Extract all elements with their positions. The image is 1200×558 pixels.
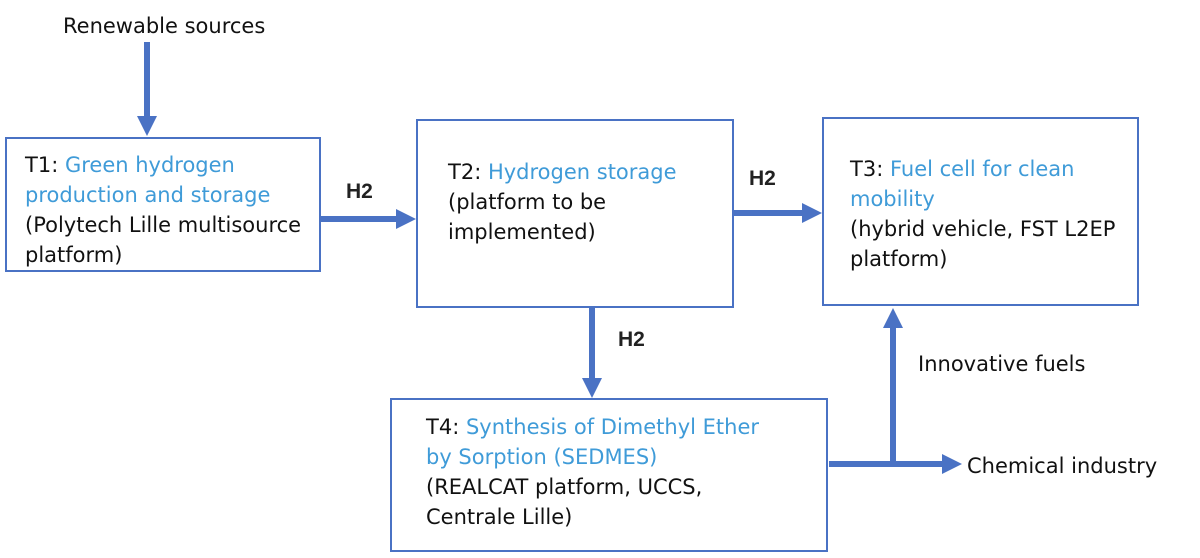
t1-desc-1: (Polytech Lille multisource — [25, 213, 302, 237]
arrow-t4-to-chemical-industry — [829, 454, 962, 474]
t4-title-2: by Sorption (SEDMES) — [426, 445, 658, 469]
t1-prefix: T1: — [25, 153, 65, 177]
t4-prefix: T4: — [426, 415, 466, 439]
t2-desc-2: implemented) — [448, 220, 596, 244]
t3-box: T3: Fuel cell for clean mobility (hybrid… — [822, 117, 1139, 306]
t3-title-1: Fuel cell for clean — [889, 157, 1075, 181]
renewable-sources-label: Renewable sources — [63, 14, 266, 38]
t1-desc-2: platform) — [25, 243, 123, 267]
t4-title-1: Synthesis of Dimethyl Ether — [465, 415, 760, 439]
t1-box: T1: Green hydrogen production and storag… — [5, 137, 321, 272]
t4-title-line1: T4: Synthesis of Dimethyl Ether — [426, 412, 826, 442]
arrow-t2-to-t3 — [734, 203, 822, 223]
t2-box: T2: Hydrogen storage (platform to be imp… — [416, 119, 734, 308]
arrow-innovative-fuels-to-t3 — [883, 308, 903, 464]
t3-desc-1: (hybrid vehicle, FST L2EP — [850, 217, 1116, 241]
t1-title-1: Green hydrogen — [64, 153, 235, 177]
h2-label-t1-t2: H2 — [346, 180, 373, 203]
t3-title-line1: T3: Fuel cell for clean — [850, 154, 1137, 184]
t2-desc-1: (platform to be — [448, 190, 607, 214]
arrow-t1-to-t2 — [321, 209, 416, 229]
t2-prefix: T2: — [448, 160, 488, 184]
t3-title-2: mobility — [850, 187, 935, 211]
t4-desc-1: (REALCAT platform, UCCS, — [426, 475, 703, 499]
t4-box: T4: Synthesis of Dimethyl Ether by Sorpt… — [390, 398, 828, 552]
t4-desc-2: Centrale Lille) — [426, 505, 573, 529]
h2-label-t2-t3: H2 — [749, 167, 776, 190]
t2-title-1: Hydrogen storage — [487, 160, 677, 184]
t2-title-line1: T2: Hydrogen storage — [448, 157, 732, 187]
chemical-industry-label: Chemical industry — [967, 454, 1158, 478]
h2-label-t2-t4: H2 — [618, 328, 645, 351]
arrow-renewable-to-t1 — [137, 42, 157, 136]
arrow-t2-to-t4 — [582, 307, 602, 398]
t3-desc-2: platform) — [850, 247, 948, 271]
innovative-fuels-label: Innovative fuels — [918, 352, 1086, 376]
t3-prefix: T3: — [850, 157, 890, 181]
t1-title-2: production and storage — [25, 183, 271, 207]
t1-title-line1: T1: Green hydrogen — [25, 150, 319, 180]
